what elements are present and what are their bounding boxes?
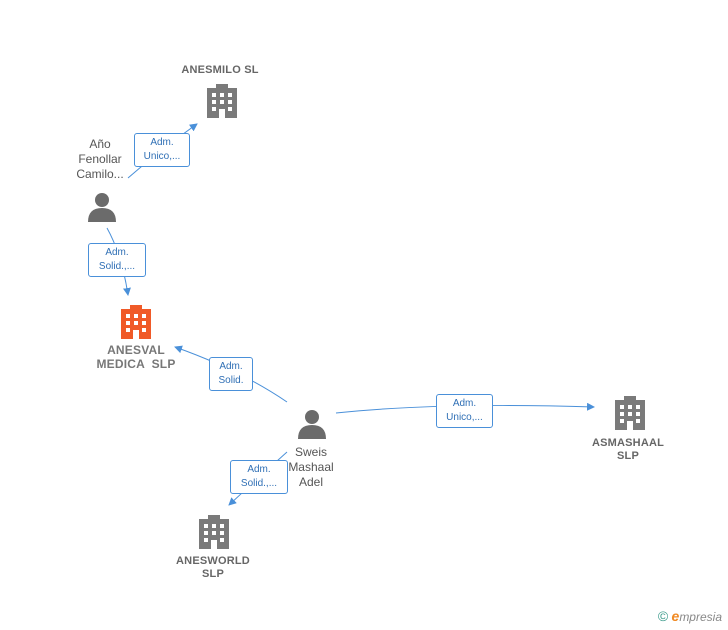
- person-name-line: Adel: [298, 475, 324, 489]
- company-name-line: ASMASHAAL: [591, 437, 665, 449]
- building-icon[interactable]: [207, 84, 237, 118]
- edge-role-line: Unico,...: [143, 151, 181, 162]
- brand-name: mpresia: [679, 610, 722, 624]
- empresia-watermark[interactable]: © empresia: [658, 608, 722, 624]
- edge-role-line: Adm.: [247, 464, 271, 475]
- person-name-line: Mashaal: [288, 460, 334, 474]
- company-name-line: SLP: [617, 450, 639, 462]
- company-name: ANESMILO SL: [181, 64, 259, 76]
- person-label-ano[interactable]: Año Fenollar Camilo...: [60, 137, 140, 182]
- person-label-sweis[interactable]: Sweis Mashaal Adel: [271, 445, 351, 490]
- company-name-line: ANESWORLD: [176, 555, 250, 567]
- person-name-line: Camilo...: [76, 167, 124, 181]
- edge-label-ano-anesmilo[interactable]: Adm. Unico,...: [134, 133, 190, 167]
- edge-role-line: Adm.: [150, 137, 174, 148]
- edge-role-line: Adm.: [219, 361, 243, 372]
- company-label-anesval[interactable]: ANESVAL MEDICA SLP: [76, 343, 196, 371]
- company-label-anesworld[interactable]: ANESWORLD SLP: [163, 555, 263, 581]
- edge-role-line: Solid.: [218, 375, 244, 386]
- building-icon[interactable]: [121, 305, 151, 339]
- building-icon[interactable]: [615, 396, 645, 430]
- person-icon[interactable]: [298, 410, 326, 439]
- edge-label-sweis-anesworld[interactable]: Adm. Solid.,...: [230, 460, 288, 494]
- edge-label-sweis-anesval[interactable]: Adm. Solid.: [209, 357, 253, 391]
- company-name-line: SLP: [202, 568, 224, 580]
- person-name-line: Sweis: [294, 445, 327, 459]
- edge-role-line: Solid.,...: [240, 478, 278, 489]
- edge-role-line: Solid.,...: [98, 261, 136, 272]
- person-icon[interactable]: [88, 193, 116, 222]
- edge-label-sweis-asmashaal[interactable]: Adm. Unico,...: [436, 394, 493, 428]
- person-name-line: Fenollar: [78, 152, 122, 166]
- company-name-line: MEDICA SLP: [96, 357, 176, 371]
- edge-label-ano-anesval[interactable]: Adm. Solid.,...: [88, 243, 146, 277]
- edge-role-line: Unico,...: [446, 412, 483, 423]
- person-name-line: Año: [89, 137, 111, 151]
- company-name-line: ANESVAL: [107, 343, 165, 357]
- company-label-asmashaal[interactable]: ASMASHAAL SLP: [578, 437, 678, 463]
- company-label-anesmilo[interactable]: ANESMILO SL: [160, 64, 280, 77]
- edge-role-line: Adm.: [105, 247, 129, 258]
- edge-role-line: Adm.: [452, 398, 477, 409]
- brand-initial: e: [671, 608, 680, 624]
- building-icon[interactable]: [199, 515, 229, 549]
- copyright-symbol: ©: [657, 608, 669, 624]
